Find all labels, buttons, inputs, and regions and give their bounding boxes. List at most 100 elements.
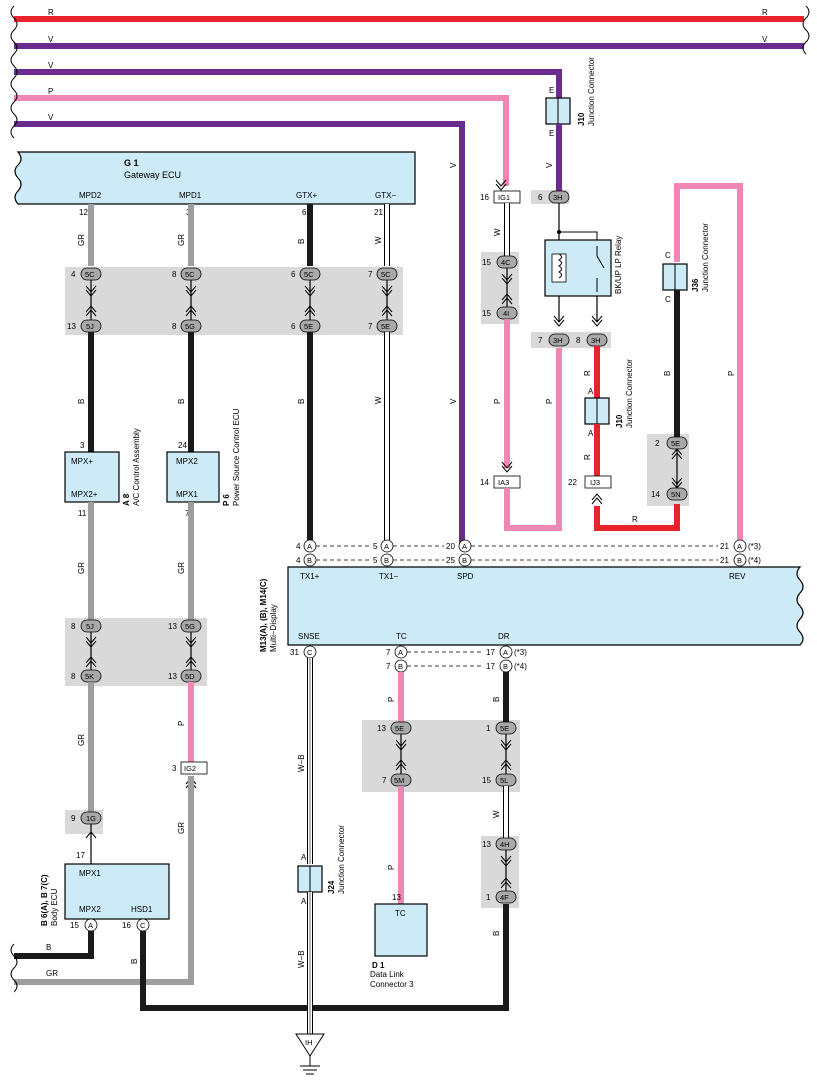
left-wires-to-body: GR P IG2 3 GR GR 1G 9 17 (14, 682, 208, 985)
component-name: Junction Connector (625, 359, 634, 428)
pin-label: MPX1 (176, 490, 198, 499)
pin-number: 7 (538, 336, 543, 345)
connector-row-top: 5C 5C 5C 5C 5J 5G 5E 5E 4 8 6 7 13 8 6 7 (67, 267, 398, 333)
pin-number: 15 (482, 309, 491, 318)
pin-number: 17 (76, 851, 85, 860)
lower-left-wires: GR GR (77, 502, 194, 620)
pin-label: HSD1 (131, 905, 153, 914)
red-path: R A A J10 Junction Connector R IJ3 22 R (568, 346, 680, 531)
pin-number: 7 (368, 270, 373, 279)
pin-number: 21 (720, 556, 729, 565)
pin-number: 16 (480, 193, 489, 202)
pin-number: 13 (482, 840, 491, 849)
component-ref: D 1 (372, 961, 385, 970)
wire-label: P (387, 697, 396, 702)
multi-display-bottom-pins: C 31 A B 7 7 A B 17 17 (*3) (*4) (290, 645, 527, 673)
pin-number: 8 (71, 622, 76, 631)
connector-label: 5N (671, 490, 681, 499)
component-name: Junction Connector (337, 825, 346, 894)
wire-label: P (545, 399, 554, 404)
pin-number: 7 (386, 662, 391, 671)
pin-number: 11 (78, 509, 87, 518)
wire-label: P (177, 721, 186, 726)
component-ref: B 6(A), B 7(C) (40, 874, 49, 926)
pin-number: 2 (655, 439, 660, 448)
pin-number: 4 (296, 556, 301, 565)
pin-number: 7 (382, 776, 387, 785)
pin-letter: C (665, 295, 671, 304)
component-name: Body ECU (50, 888, 59, 926)
pin-letter: A (398, 648, 403, 657)
pin-letter: A (307, 542, 312, 551)
pin-number: 4 (71, 270, 76, 279)
wire-label: R (583, 454, 592, 460)
component-name: A/C Control Assembly (132, 428, 141, 506)
pin-number: 4 (296, 542, 301, 551)
connector-label: 1G (86, 814, 96, 823)
pin-number: 13 (168, 672, 177, 681)
wire-label: W (493, 228, 502, 236)
connector-label: 5E (381, 322, 390, 331)
pin-number: 24 (178, 441, 187, 450)
bus-labels: R R V V V P V (48, 8, 768, 122)
snse-wire: W−B A A J24 Junction Connector W−B (297, 658, 346, 1034)
wire-label: W (374, 236, 383, 244)
pin-label: GTX+ (296, 191, 317, 200)
connector-label: 4C (501, 258, 511, 267)
pin-letter: B (384, 556, 389, 565)
wire-label: P (493, 399, 502, 404)
connector-label: 5G (185, 322, 195, 331)
pin-number: 6 (538, 193, 543, 202)
power-source-control-ecu: 24 MPX2 MPX1 7 P 6 Power Source Control … (166, 408, 241, 518)
gateway-ref: G 1 (124, 158, 139, 168)
pin-letter: A (503, 648, 508, 657)
component-ref: J24 (327, 880, 336, 894)
component-name: Multi−Display (269, 604, 278, 652)
wire-label: GR (77, 234, 86, 246)
component-name: Junction Connector (587, 57, 596, 126)
component-ref: P 6 (222, 494, 231, 506)
pin-number: 9 (71, 814, 76, 823)
wire-label: B (297, 399, 306, 404)
connector-label: 5E (671, 439, 680, 448)
connector-label: 4I (503, 309, 509, 318)
wire-label: R (583, 370, 592, 376)
pin-label: TC (395, 909, 406, 918)
wire-label: W−B (297, 950, 306, 968)
pin-number: 6 (291, 322, 296, 331)
pin-letter: A (462, 542, 467, 551)
bus-label: R (762, 8, 768, 17)
connector-label: 4F (500, 893, 509, 902)
pin-number: 15 (70, 921, 79, 930)
connector-label: 5E (500, 724, 509, 733)
pin-number: 25 (446, 556, 455, 565)
bus-label: V (48, 61, 54, 70)
pin-label: DR (498, 632, 510, 641)
component-name: Data Link Connector 3 (370, 970, 414, 989)
connector-label: 5J (86, 622, 94, 631)
wire-label: GR (77, 734, 86, 746)
pin-letter: A (737, 542, 742, 551)
wire-label: V (449, 398, 458, 404)
pin-label: SNSE (298, 632, 320, 641)
connector-label: 5E (304, 322, 313, 331)
pin-number: 1 (486, 724, 491, 733)
pin-letter: B (462, 556, 467, 565)
pin-number: 7 (386, 648, 391, 657)
connector-label: 3H (591, 336, 601, 345)
wire-label: B (663, 371, 672, 376)
wire-label: P (387, 865, 396, 870)
connector-label: IA3 (498, 478, 509, 487)
wire-label: P (727, 371, 736, 376)
connector-label: 5D (185, 672, 195, 681)
component-ref: J10 (615, 414, 624, 428)
dr-wire: B 5E 1 5L 15 W 4H 13 4F 1 B (482, 672, 517, 936)
wire-label: GR (177, 562, 186, 574)
connector-label: 3H (553, 336, 563, 345)
pin-number: 6 (291, 270, 296, 279)
tc-wire: P 5E 13 5M 7 P 13 (377, 672, 412, 904)
component-name: BK/UP LP Relay (614, 236, 623, 294)
connector-label: IG2 (184, 764, 196, 773)
pin-number: 7 (185, 509, 190, 518)
